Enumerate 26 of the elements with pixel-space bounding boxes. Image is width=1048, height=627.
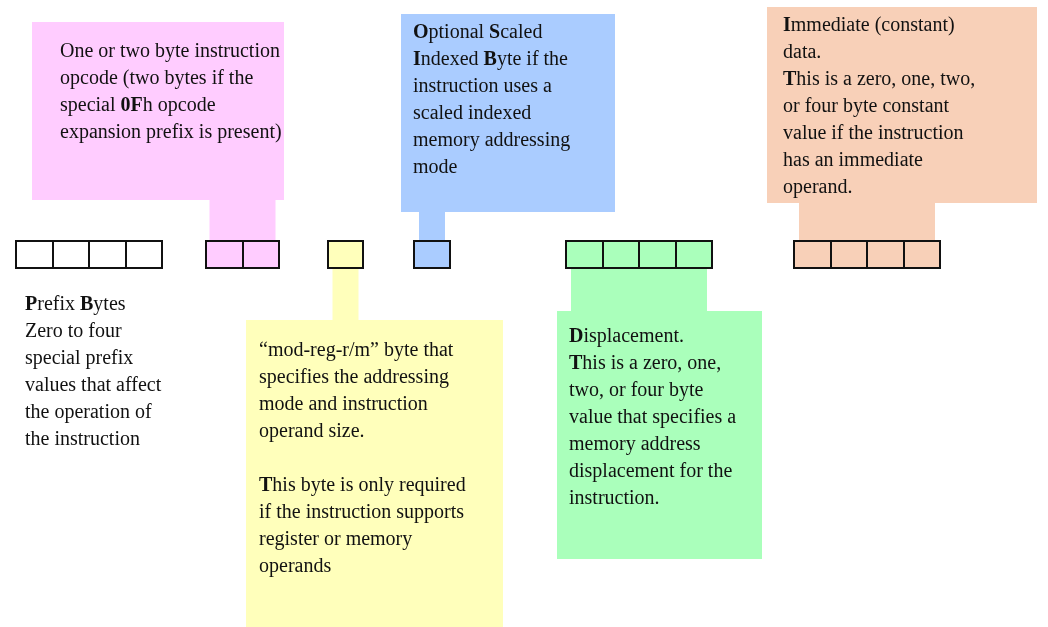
callout-box [401,14,615,212]
callout-text: “mod-reg-r/m” byte that specifies the addressing mode and instruction operand size. [259,337,455,444]
callout-box [32,22,284,200]
callout-text: This is a zero, one, two, or four byte constant value if the instruction has an immediate operand. [783,66,977,200]
callout-box [246,320,503,627]
byte-field [565,240,713,269]
byte-field [793,240,941,269]
callout-text: Immediate (constant) data. [783,12,956,64]
byte-field [15,240,163,269]
field-description: Zero to four special prefix values that affect the operation of the instruction [25,318,163,451]
byte-field [205,240,280,269]
callout-text: This is a zero, one, two, or four byte value that specifies a memory address displacement for the instruction. [569,350,738,510]
callout-box [767,7,1037,203]
callout-text: Optional Scaled Indexed Byte if the instruction uses a scaled indexed memory addressing mode [413,19,572,179]
callout-text: This byte is only required if the instruction supports register or memory operands [259,472,467,579]
callout-box [557,311,762,559]
connector-stem [332,269,359,320]
byte-field [413,240,451,269]
connector-stem [799,203,935,240]
connector-stem [419,212,445,240]
connector-stem [209,200,276,240]
byte-field [327,240,364,269]
connector-stem [571,269,707,311]
field-description: Prefix Bytes [25,291,127,317]
callout-text: Displacement. [569,323,685,349]
callout-text: One or two byte instruction opcode (two bytes if the special 0Fh opcode expansion prefix is present) [60,38,283,145]
